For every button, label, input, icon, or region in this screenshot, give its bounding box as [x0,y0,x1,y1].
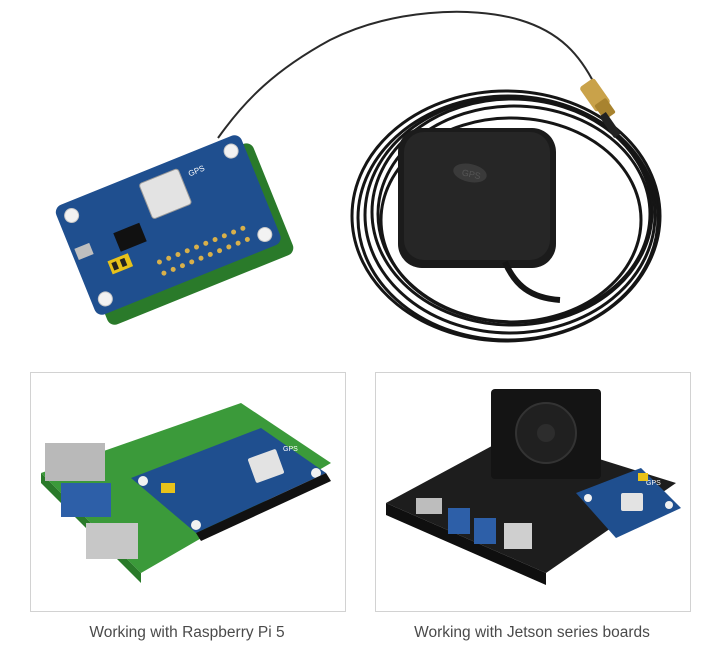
panel-raspberry-pi-5: GPS [30,372,346,612]
gps-puck-antenna: GPS [398,128,561,303]
antenna-gps-text: GPS [461,167,482,181]
coiled-cable [350,89,662,343]
panel-jetson-boards: GPS [375,372,691,612]
jetson-board-photo: GPS [386,389,681,585]
raspberry-pi-5-photo: GPS [41,403,331,583]
gps-hat-module: GPS [55,135,294,325]
sma-connector [580,78,621,138]
hero-product-photo: GPS GPS [55,10,662,343]
caption-jetson-boards: Working with Jetson series boards [414,624,650,641]
ipex-antenna-cable [217,10,596,139]
panel-left-gps-label: GPS [283,446,298,453]
panel-right-gps-label: GPS [646,480,661,487]
caption-raspberry-pi-5: Working with Raspberry Pi 5 [89,624,285,641]
